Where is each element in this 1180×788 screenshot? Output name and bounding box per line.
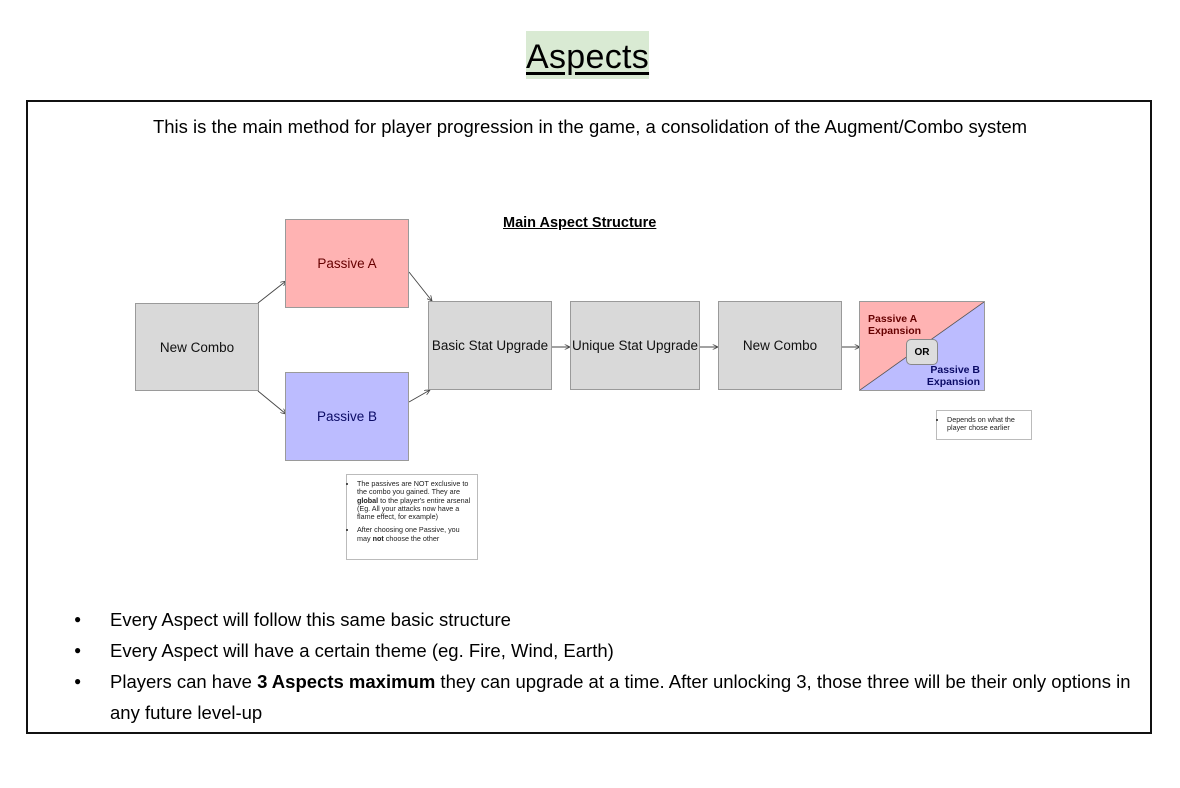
expansion-note-item: Depends on what the player chose earlier (947, 415, 1028, 433)
node-passive-expansion: Passive A Expansion OR Passive B Expansi… (859, 301, 985, 391)
diagram-title: Main Aspect Structure (503, 215, 657, 231)
aspect-rules-list: Every Aspect will follow this same basic… (74, 604, 1134, 728)
list-item: Every Aspect will follow this same basic… (74, 604, 1134, 635)
arrow-passive-a-to-basic (408, 271, 432, 301)
page-title: Aspects (526, 31, 650, 79)
node-new-combo-start: New Combo (135, 303, 259, 391)
node-passive-b: Passive B (285, 372, 409, 461)
arrow-newcombo-to-passive-a (257, 281, 286, 304)
list-item: Players can have 3 Aspects maximum they … (74, 666, 1134, 728)
intro-text: This is the main method for player progr… (152, 116, 1028, 137)
expansion-note: Depends on what the player chose earlier (936, 410, 1032, 440)
passives-note-item: After choosing one Passive, you may not … (357, 526, 473, 543)
node-new-combo-end: New Combo (718, 301, 842, 390)
list-item: Every Aspect will have a certain theme (… (74, 635, 1134, 666)
node-unique-stat-upgrade: Unique Stat Upgrade (570, 301, 700, 390)
node-basic-stat-upgrade: Basic Stat Upgrade (428, 301, 552, 390)
expansion-a-label: Passive A Expansion (868, 313, 922, 337)
passives-note-item: The passives are NOT exclusive to the co… (357, 479, 473, 521)
passives-note: The passives are NOT exclusive to the co… (346, 474, 478, 560)
or-badge: OR (906, 339, 938, 365)
arrow-passive-b-to-basic (408, 390, 430, 403)
content-frame (26, 100, 1152, 734)
arrow-newcombo-to-passive-b (257, 390, 286, 414)
expansion-b-label: Passive B Expansion (926, 364, 980, 388)
node-passive-a: Passive A (285, 219, 409, 308)
